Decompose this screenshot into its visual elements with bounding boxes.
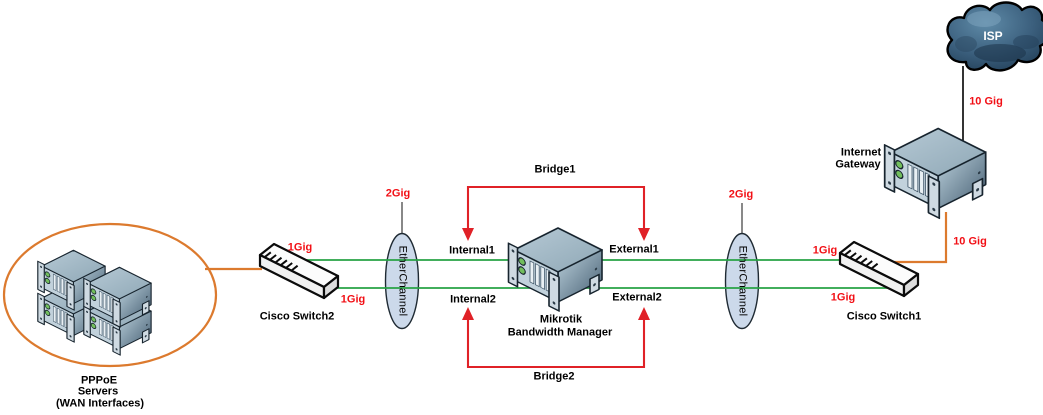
bridge2-path bbox=[462, 307, 650, 369]
pppoe-label-line3: (WAN Interfaces) bbox=[55, 397, 145, 410]
etherchannel-left-label: EtherChannel bbox=[396, 245, 409, 317]
isp-cloud-label: ISP bbox=[983, 29, 1003, 43]
link-label-10gig-gateway: 10 Gig bbox=[953, 235, 987, 248]
link-label-1gig-switch2-bottom: 1Gig bbox=[340, 293, 366, 306]
link-label-2gig-right: 2Gig bbox=[728, 188, 754, 201]
mikrotik-label-line2: Bandwidth Manager bbox=[507, 326, 613, 339]
pppoe-boundary-ellipse bbox=[2, 222, 218, 368]
etherchannel-right-ellipse bbox=[724, 232, 760, 330]
cisco-switch1-label: Cisco Switch1 bbox=[846, 310, 922, 323]
mikrotik-label-line1: Mikrotik bbox=[539, 313, 583, 326]
interface-internal2-label: Internal2 bbox=[450, 293, 496, 306]
etherchannel-left-ellipse bbox=[384, 232, 420, 330]
interface-external2-label: External2 bbox=[612, 291, 662, 304]
etherchannel-right-label: EtherChannel bbox=[736, 245, 749, 317]
internet-gateway-label-line2: Gateway bbox=[835, 158, 881, 171]
mikrotik-server-icon bbox=[507, 227, 603, 312]
link-label-10gig-isp: 10 Gig bbox=[969, 95, 1003, 108]
bridge2-label: Bridge2 bbox=[533, 370, 575, 383]
internet-gateway-label-line1: Internet bbox=[840, 146, 882, 159]
interface-internal1-label: Internal1 bbox=[449, 244, 495, 257]
link-label-1gig-switch1-top: 1Gig bbox=[812, 244, 838, 257]
bridge1-path bbox=[462, 185, 650, 241]
link-label-1gig-switch2-top: 1Gig bbox=[287, 241, 313, 254]
link-label-1gig-switch1-bottom: 1Gig bbox=[830, 291, 856, 304]
interface-external1-label: External1 bbox=[609, 243, 659, 256]
pppoe-label-line1: PPPoE bbox=[80, 374, 118, 387]
internet-gateway-icon bbox=[883, 127, 987, 219]
link-label-2gig-left: 2Gig bbox=[385, 187, 411, 200]
cisco-switch2-label: Cisco Switch2 bbox=[259, 310, 335, 323]
bridge1-label: Bridge1 bbox=[534, 163, 576, 176]
isp-cloud-icon bbox=[946, 1, 1043, 72]
pppoe-label-line2: Servers bbox=[77, 385, 119, 398]
